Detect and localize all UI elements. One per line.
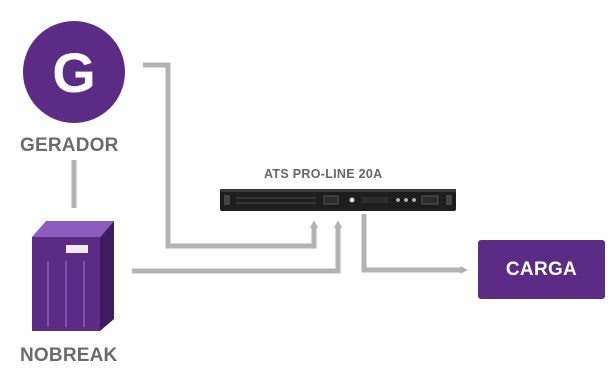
load-label: CARGA bbox=[505, 258, 578, 280]
load-box: CARGA bbox=[478, 240, 605, 299]
ats-to-load-line bbox=[361, 214, 468, 274]
ups-to-ats-line bbox=[132, 220, 342, 274]
ats-title: ATS PRO-LINE 20A bbox=[264, 167, 383, 181]
generator-letter: G bbox=[52, 41, 96, 104]
ups-icon bbox=[32, 221, 114, 331]
generator-to-ats-line bbox=[143, 62, 318, 249]
ats-device-icon bbox=[220, 189, 456, 211]
ups-label: NOBREAK bbox=[20, 345, 118, 366]
generator-label: GERADOR bbox=[20, 135, 119, 156]
generator-icon: G bbox=[23, 21, 125, 123]
